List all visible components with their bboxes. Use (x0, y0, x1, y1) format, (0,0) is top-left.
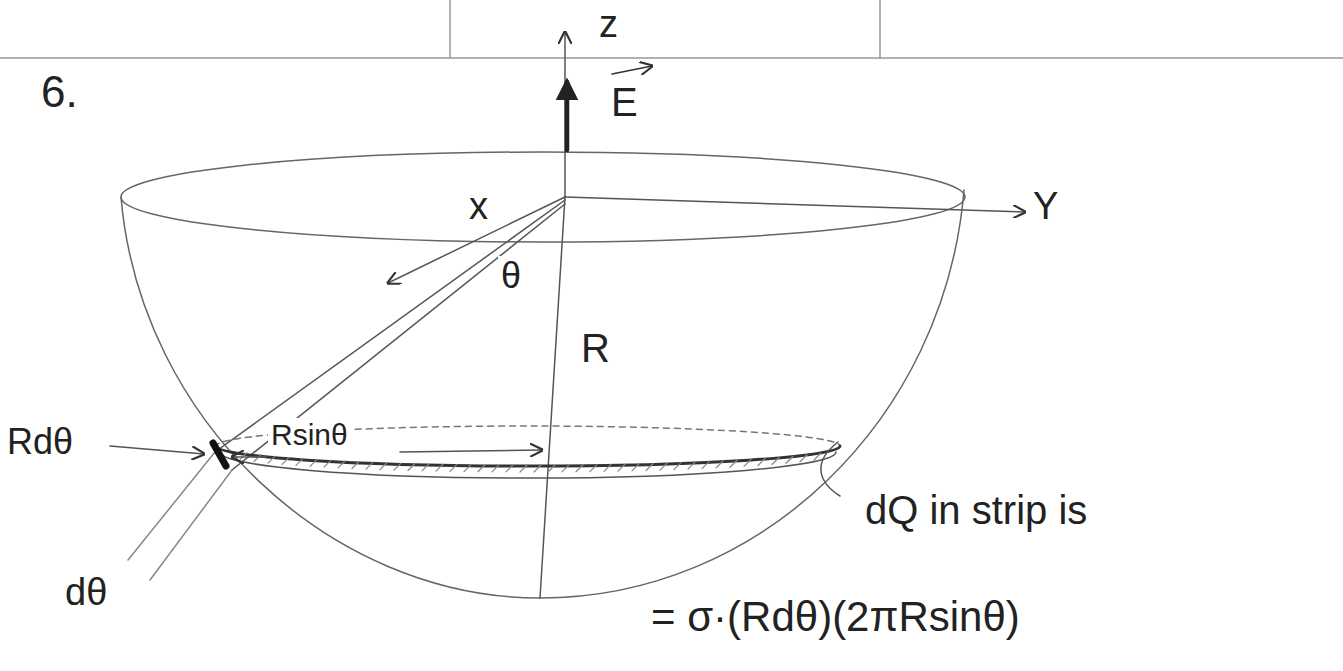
hatch-line (324, 460, 331, 467)
angle-label: θ (498, 256, 524, 296)
leader-arrow (110, 446, 204, 454)
axis-label: x (466, 186, 491, 228)
hatch-line (478, 465, 485, 472)
hatch-line (296, 458, 303, 465)
hatch-line (548, 465, 555, 472)
hatch-line (604, 464, 611, 471)
hatch-line (254, 455, 261, 462)
angle-label: dθ (62, 572, 110, 614)
note-text: dQ in strip is (862, 488, 1090, 532)
dimension-arrow (400, 450, 542, 452)
hatch-line (408, 463, 415, 470)
hatch-line (674, 463, 681, 470)
table-rule (449, 0, 451, 58)
y-axis (565, 197, 1025, 212)
hatch-line (520, 465, 527, 472)
hatch-line (702, 462, 709, 469)
hatch-line (646, 464, 653, 471)
hatch-line (422, 464, 429, 471)
hatch-line (632, 464, 639, 471)
hatch-line (394, 463, 401, 470)
field-arrow (565, 82, 570, 150)
d-theta-line (128, 452, 215, 560)
hatch-line (744, 459, 751, 466)
field-label: E (608, 80, 641, 124)
length-label: Rdθ (4, 422, 76, 462)
hatch-line (492, 465, 499, 472)
vector-mark (612, 66, 652, 74)
dimension-label: Rsinθ (268, 418, 351, 451)
hatch-line (800, 455, 807, 462)
hatch-line (338, 461, 345, 468)
hatch-line (282, 457, 289, 464)
vertical-radius (540, 197, 565, 598)
hatch-line (352, 462, 359, 469)
problem-number: 6. (38, 68, 81, 116)
hemisphere-outline (121, 190, 964, 598)
hatch-line (464, 465, 471, 472)
hatch-line (590, 465, 597, 472)
hatch-line (618, 464, 625, 471)
hatch-line (240, 453, 247, 460)
strip-hatching (240, 453, 821, 472)
table-rule (879, 0, 881, 58)
hatch-line (814, 453, 821, 460)
length-label: R (578, 326, 613, 370)
radius-line (215, 200, 565, 452)
hatch-line (562, 465, 569, 472)
hatch-line (772, 457, 779, 464)
hatch-line (534, 465, 541, 472)
hatch-line (310, 459, 317, 466)
radius-line (232, 204, 565, 470)
hatch-line (758, 459, 765, 466)
strip-edge-mark (213, 443, 226, 466)
leader-line (821, 442, 840, 496)
hatch-line (436, 464, 443, 471)
hatch-line (660, 463, 667, 470)
hatch-line (716, 461, 723, 468)
hatch-line (450, 464, 457, 471)
hatch-line (366, 462, 373, 469)
hatch-line (576, 465, 583, 472)
rim-ellipse (121, 152, 965, 242)
axis-label: z (596, 4, 621, 46)
hatch-line (786, 456, 793, 463)
strip-front (220, 452, 836, 478)
table-rule (0, 57, 1343, 59)
dimension-arrow (232, 456, 266, 458)
axis-label: Y (1030, 186, 1061, 228)
equation-text: = σ·(Rdθ)(2πRsinθ) (648, 594, 1023, 640)
hatch-line (380, 463, 387, 470)
hatch-line (730, 460, 737, 467)
hatch-line (506, 465, 513, 472)
hatch-line (688, 462, 695, 469)
d-theta-line (150, 470, 232, 580)
hatch-line (268, 456, 275, 463)
